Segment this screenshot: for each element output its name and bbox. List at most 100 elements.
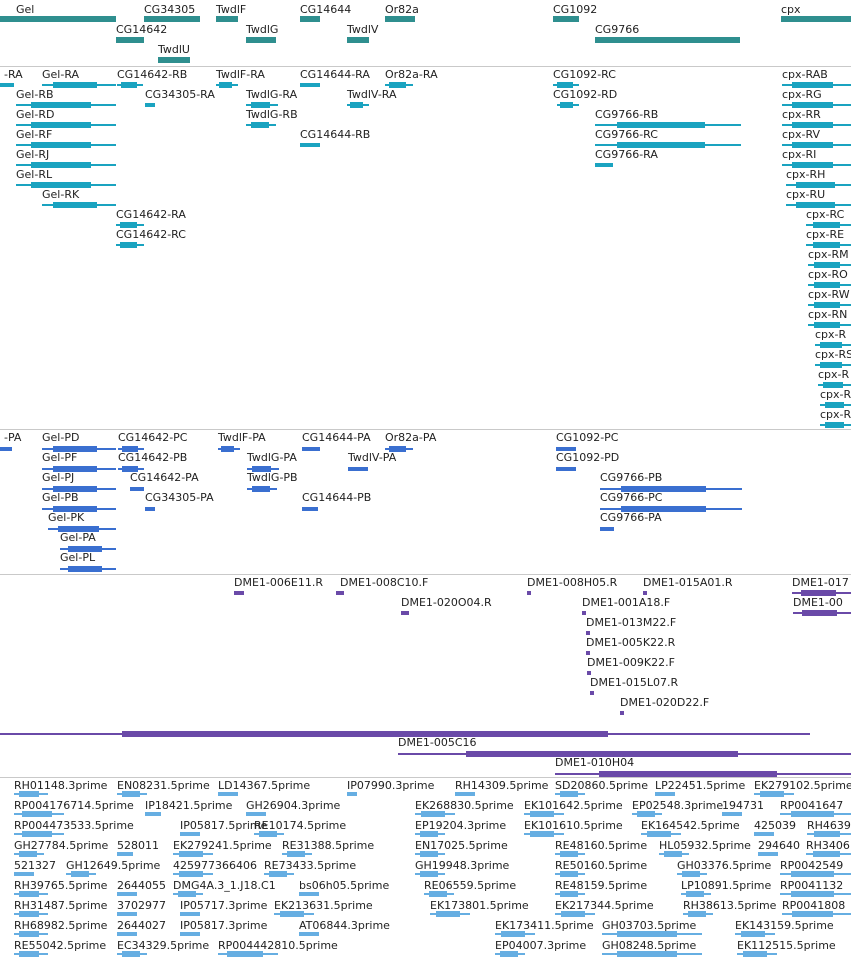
feature-glyph[interactable] xyxy=(14,872,34,876)
feature-glyph[interactable] xyxy=(14,891,48,897)
feature-glyph[interactable] xyxy=(655,792,675,796)
feature-glyph[interactable] xyxy=(430,911,470,917)
feature-glyph[interactable] xyxy=(527,591,531,595)
feature-glyph[interactable] xyxy=(274,911,314,917)
feature-glyph[interactable] xyxy=(683,911,713,917)
feature-label[interactable]: CG14642-PB xyxy=(118,451,188,464)
feature-glyph[interactable] xyxy=(117,951,147,957)
feature-label[interactable]: DME1-010H04 xyxy=(555,756,635,769)
feature-label[interactable]: CG1092-PC xyxy=(556,431,619,444)
feature-label[interactable]: EN08231.5prime xyxy=(117,779,210,792)
feature-label[interactable]: EK112515.5prime xyxy=(737,939,836,952)
feature-label[interactable]: CG1092-RC xyxy=(553,68,616,81)
feature-glyph[interactable] xyxy=(118,466,144,472)
feature-glyph[interactable] xyxy=(820,422,851,428)
feature-label[interactable]: cpx-RU xyxy=(786,188,826,201)
feature-label[interactable]: cpx-RV xyxy=(782,128,821,141)
feature-label[interactable]: DME1-013M22.F xyxy=(586,616,677,629)
feature-glyph[interactable] xyxy=(145,812,161,816)
feature-label[interactable]: GH19948.3prime xyxy=(415,859,510,872)
feature-glyph[interactable] xyxy=(180,832,200,836)
feature-label[interactable]: RH4639 xyxy=(807,819,851,832)
feature-glyph[interactable] xyxy=(60,566,116,572)
feature-label[interactable]: Gel-PB xyxy=(42,491,79,504)
feature-glyph[interactable] xyxy=(780,871,851,877)
feature-glyph[interactable] xyxy=(117,892,137,896)
feature-glyph[interactable] xyxy=(14,851,44,857)
feature-glyph[interactable] xyxy=(786,202,851,208)
feature-label[interactable]: 425039 xyxy=(754,819,796,832)
feature-glyph[interactable] xyxy=(632,811,662,817)
feature-glyph[interactable] xyxy=(117,791,147,797)
feature-glyph[interactable] xyxy=(602,931,702,937)
feature-label[interactable]: DME1-015A01.R xyxy=(643,576,733,589)
feature-glyph[interactable] xyxy=(586,631,590,635)
feature-glyph[interactable] xyxy=(14,951,48,957)
feature-label[interactable]: RE06559.5prime xyxy=(424,879,517,892)
feature-glyph[interactable] xyxy=(234,591,244,595)
feature-glyph[interactable] xyxy=(144,16,200,22)
feature-glyph[interactable] xyxy=(14,911,48,917)
feature-label[interactable]: TwdlG-PA xyxy=(247,451,297,464)
feature-glyph[interactable] xyxy=(600,527,614,531)
feature-glyph[interactable] xyxy=(117,912,137,916)
feature-label[interactable]: TwdlF xyxy=(216,3,247,16)
feature-glyph[interactable] xyxy=(16,122,116,128)
feature-label[interactable]: CG9766-PB xyxy=(600,471,663,484)
feature-label[interactable]: IP05817.3prime xyxy=(180,919,268,932)
feature-glyph[interactable] xyxy=(302,507,318,511)
feature-label[interactable]: CG9766-PC xyxy=(600,491,663,504)
feature-label[interactable]: RH31487.5prime xyxy=(14,899,108,912)
feature-label[interactable]: CG14644-PA xyxy=(302,431,371,444)
feature-label[interactable]: LP10891.5prime xyxy=(681,879,772,892)
feature-glyph[interactable] xyxy=(807,831,851,837)
feature-glyph[interactable] xyxy=(424,891,454,897)
feature-glyph[interactable] xyxy=(793,610,851,616)
feature-label[interactable]: CG1092 xyxy=(553,3,598,16)
feature-glyph[interactable] xyxy=(555,911,595,917)
feature-label[interactable]: IP05817.5prime xyxy=(180,819,268,832)
feature-label[interactable]: cpx-R xyxy=(818,368,850,381)
feature-glyph[interactable] xyxy=(42,446,116,452)
feature-label[interactable]: cpx-RM xyxy=(808,248,849,261)
feature-glyph[interactable] xyxy=(117,852,133,856)
feature-glyph[interactable] xyxy=(415,851,445,857)
feature-glyph[interactable] xyxy=(130,487,144,491)
feature-glyph[interactable] xyxy=(815,342,851,348)
feature-glyph[interactable] xyxy=(282,851,312,857)
feature-glyph[interactable] xyxy=(246,37,276,43)
feature-glyph[interactable] xyxy=(216,82,238,88)
feature-label[interactable]: EK101642.5prime xyxy=(524,799,623,812)
feature-label[interactable]: Gel xyxy=(16,3,35,16)
feature-glyph[interactable] xyxy=(495,951,525,957)
feature-glyph[interactable] xyxy=(14,831,64,837)
feature-label[interactable]: RE50160.5prime xyxy=(555,859,648,872)
feature-label[interactable]: RE48159.5prime xyxy=(555,879,648,892)
feature-label[interactable]: CG14644-RB xyxy=(300,128,371,141)
feature-label[interactable]: GH08248.5prime xyxy=(602,939,697,952)
feature-glyph[interactable] xyxy=(415,871,445,877)
feature-glyph[interactable] xyxy=(595,163,613,167)
feature-label[interactable]: TwdlF-PA xyxy=(218,431,266,444)
feature-glyph[interactable] xyxy=(302,447,320,451)
feature-glyph[interactable] xyxy=(42,202,116,208)
feature-glyph[interactable] xyxy=(786,182,851,188)
feature-glyph[interactable] xyxy=(524,831,564,837)
feature-label[interactable]: 528011 xyxy=(117,839,159,852)
feature-label[interactable]: 2644055 xyxy=(117,879,166,892)
feature-label[interactable]: CG9766-RC xyxy=(595,128,658,141)
feature-glyph[interactable] xyxy=(66,871,96,877)
feature-label[interactable]: SD20860.5prime xyxy=(555,779,648,792)
feature-label[interactable]: EN17025.5prime xyxy=(415,839,508,852)
feature-label[interactable]: bs06h05.5prime xyxy=(299,879,390,892)
feature-label[interactable]: TwdlG-RB xyxy=(246,108,298,121)
feature-label[interactable]: CG14642-RB xyxy=(117,68,188,81)
feature-glyph[interactable] xyxy=(385,16,415,22)
feature-glyph[interactable] xyxy=(385,82,413,88)
feature-glyph[interactable] xyxy=(595,37,740,43)
feature-glyph[interactable] xyxy=(722,812,742,816)
feature-glyph[interactable] xyxy=(145,507,155,511)
feature-label[interactable]: Gel-PA xyxy=(60,531,96,544)
feature-label[interactable]: Or82a-RA xyxy=(385,68,438,81)
feature-label[interactable]: RP0041647 xyxy=(780,799,844,812)
